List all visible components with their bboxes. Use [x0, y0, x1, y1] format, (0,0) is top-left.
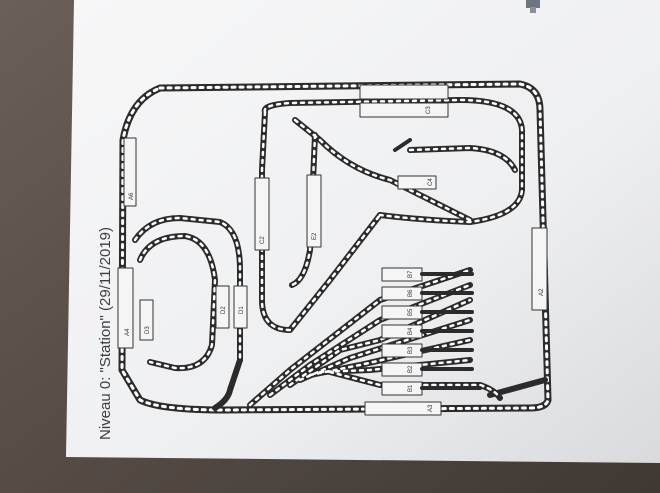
label-d3: D3 — [145, 326, 151, 334]
label-b3: B3 — [408, 346, 414, 354]
label-b1: B1 — [408, 384, 414, 392]
paper-sheet — [66, 0, 660, 463]
label-b2: B2 — [408, 365, 414, 373]
label-b6: B6 — [408, 289, 414, 297]
track-layout — [117, 80, 552, 416]
label-b5: B5 — [408, 308, 414, 316]
label-a3: A3 — [428, 404, 434, 412]
pin-object — [526, 0, 540, 13]
label-b7: B7 — [408, 270, 414, 278]
block-b5 — [381, 305, 423, 320]
block-a4 — [117, 267, 134, 349]
block-e2 — [306, 174, 322, 248]
label-c3: C3 — [426, 106, 432, 114]
block-a2 — [531, 227, 548, 311]
label-d2: D2 — [221, 306, 227, 314]
label-d1: D1 — [239, 306, 245, 314]
label-b4: B4 — [408, 327, 414, 335]
block-b1 — [381, 381, 423, 396]
block-b4 — [381, 324, 423, 339]
label-a6: A6 — [129, 192, 135, 200]
block-b2 — [381, 362, 423, 377]
label-c4: C4 — [428, 178, 434, 186]
block-b7 — [381, 267, 423, 282]
sheet-caption: Niveau 0: "Station" (29/11/2019) — [97, 226, 114, 440]
block-c3 — [359, 84, 449, 100]
block-a6 — [123, 137, 137, 207]
block-d1 — [233, 285, 248, 329]
block-b3 — [381, 343, 423, 358]
block-d3 — [139, 299, 154, 341]
block-a3 — [364, 401, 442, 416]
block-c4 — [397, 175, 437, 190]
label-c2: C2 — [260, 236, 266, 244]
label-e2: E2 — [312, 232, 318, 240]
block-b6 — [381, 286, 423, 301]
label-a2: A2 — [539, 288, 545, 296]
label-a4: A4 — [125, 328, 131, 336]
block-c2 — [254, 177, 270, 251]
block-d2 — [215, 285, 230, 329]
block-c3b — [359, 102, 449, 118]
